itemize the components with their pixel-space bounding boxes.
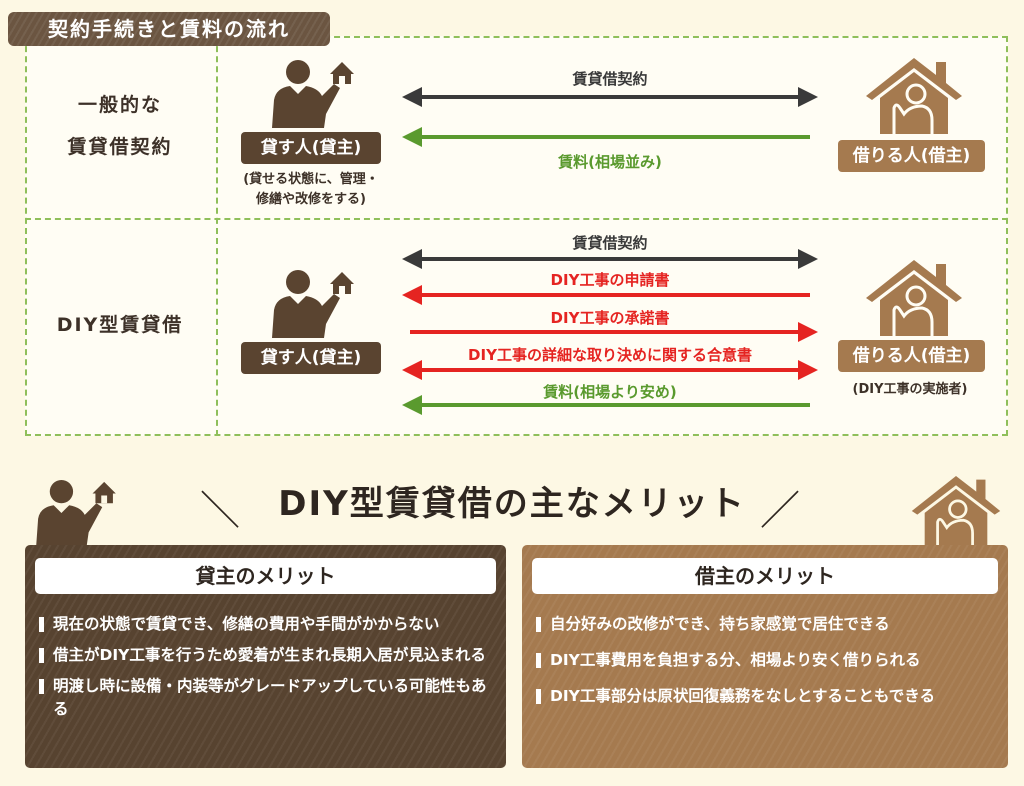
landlord-badge: 貸す人(貸主) [241, 342, 381, 374]
double-arrow [402, 360, 818, 380]
list-item: DIY工事部分は原状回復義務をなしとすることもできる [534, 685, 1000, 708]
arrow-label: 賃料(相場より安め) [543, 383, 677, 401]
landlord-note: (貸せる状態に、管理・ [243, 172, 379, 187]
decor-slash: ／ [760, 488, 800, 534]
list-item: 現在の状態で賃貸でき、修繕の費用や手間がかからない [37, 613, 498, 636]
tenant-note: (DIY工事の実施者) [852, 382, 968, 397]
tenant-badge: 借りる人(借主) [838, 140, 985, 172]
row-label: 一般的な [77, 94, 162, 116]
merits-title: DIY型賃貸借の主なメリット [278, 484, 746, 524]
panel-heading: 貸主のメリット [35, 558, 496, 594]
left-arrow [402, 395, 810, 415]
tenant-merits-panel: 借主のメリット 自分好みの改修ができ、持ち家感覚で居住できる DIY工事費用を負… [522, 545, 1008, 768]
panel-heading: 借主のメリット [532, 558, 998, 594]
tenant-house-icon [866, 260, 962, 336]
divider [216, 36, 218, 436]
row-label: 賃貸借契約 [67, 136, 173, 158]
arrow-label: 賃貸借契約 [572, 234, 648, 252]
arrow-label: DIY工事の申請書 [550, 271, 670, 289]
list-item: DIY工事費用を負担する分、相場より安く借りられる [534, 649, 1000, 672]
double-arrow [402, 249, 818, 269]
landlord-badge: 貸す人(貸主) [241, 132, 381, 164]
right-arrow [410, 322, 818, 342]
decor-slash: ＼ [200, 488, 240, 534]
list-item: 自分好みの改修ができ、持ち家感覚で居住できる [534, 613, 1000, 636]
list-item: 明渡し時に設備・内装等がグレードアップしている可能性もある [37, 675, 498, 721]
landlord-merits-panel: 貸主のメリット 現在の状態で賃貸でき、修繕の費用や手間がかからない 借主がDIY… [25, 545, 506, 768]
list-item: 借主がDIY工事を行うため愛着が生まれ長期入居が見込まれる [37, 644, 498, 667]
tenant-badge: 借りる人(借主) [838, 340, 985, 372]
landlord-icon [272, 270, 354, 338]
tenant-house-icon [866, 58, 962, 134]
row-label: DIY型賃貸借 [56, 314, 184, 336]
landlord-icon [272, 60, 354, 128]
landlord-note: 修繕や改修をする) [256, 192, 366, 207]
arrow-label: DIY工事の承諾書 [550, 309, 670, 327]
arrow-label: 賃料(相場並み) [558, 153, 662, 171]
left-arrow [402, 285, 810, 305]
double-arrow [402, 87, 818, 107]
arrow-label: DIY工事の詳細な取り決めに関する合意書 [468, 346, 752, 364]
landlord-icon [36, 479, 116, 546]
left-arrow [402, 127, 810, 147]
section-title: 契約手続きと賃料の流れ [8, 12, 330, 46]
arrow-label: 賃貸借契約 [572, 70, 648, 88]
divider [25, 218, 1008, 220]
tenant-house-icon [911, 476, 1001, 546]
